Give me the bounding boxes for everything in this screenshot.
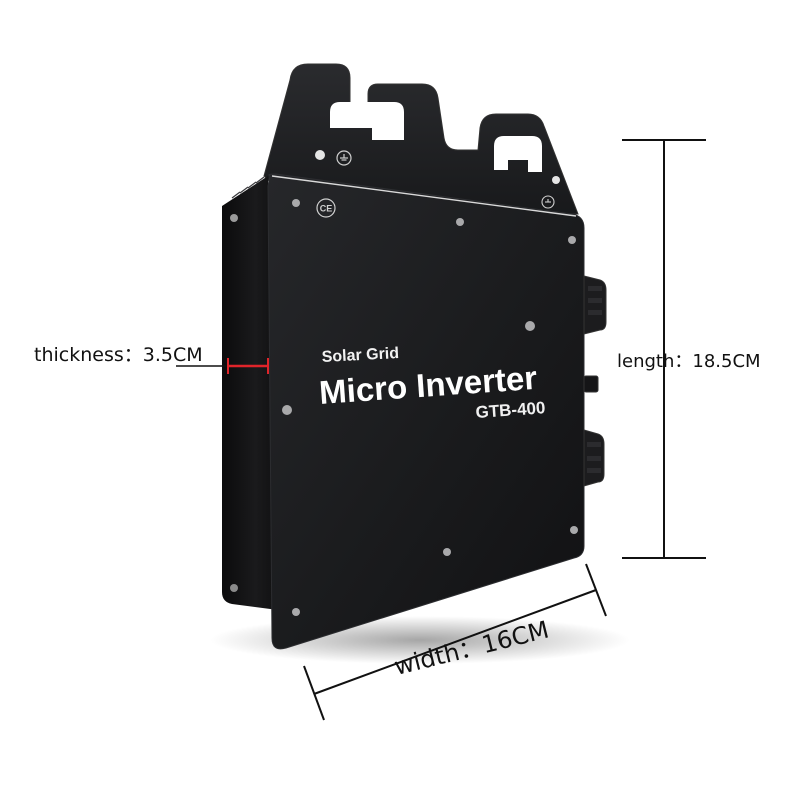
width-tick-left xyxy=(303,665,325,721)
ce-mark-text: CE xyxy=(320,204,333,214)
ce-mark-icon: CE xyxy=(316,198,336,218)
bracket-hole-right xyxy=(552,176,560,184)
width-dimension-line xyxy=(313,589,597,695)
bracket-hole-left xyxy=(315,150,325,160)
bracket-slot-left xyxy=(330,102,404,140)
housing-top-edge xyxy=(271,175,577,217)
model-number: GTB-400 xyxy=(475,398,546,422)
ground-icon xyxy=(336,150,352,166)
brand-line: Solar Grid xyxy=(321,345,399,366)
ground-icon-right xyxy=(541,195,555,209)
thickness-label: thickness：3.5CM xyxy=(34,344,203,366)
width-tick-right xyxy=(585,563,607,617)
mounting-bracket xyxy=(263,63,579,215)
connector-icon xyxy=(583,275,607,487)
bracket-slot-right xyxy=(494,136,542,172)
heat-sink-fins xyxy=(231,176,265,199)
front-screws xyxy=(282,199,578,616)
housing-side xyxy=(222,176,278,610)
length-label: length：18.5CM xyxy=(617,351,761,372)
side-screw-bottom xyxy=(230,584,238,592)
side-screw-top xyxy=(230,214,238,222)
housing-front xyxy=(267,173,585,650)
